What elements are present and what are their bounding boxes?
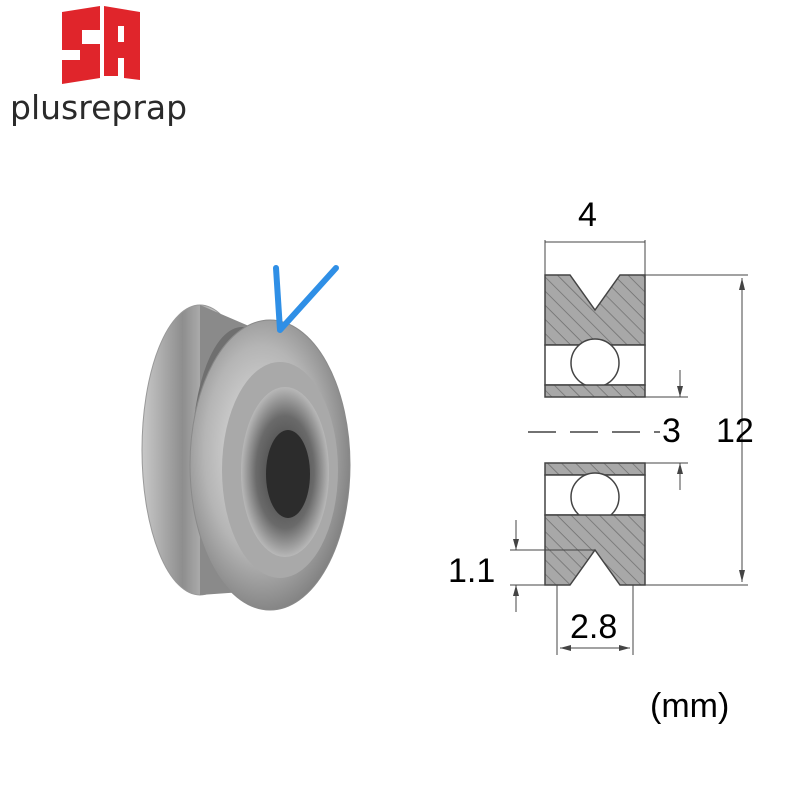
dim-width-top: 4 xyxy=(578,196,597,234)
dim-bore: 3 xyxy=(662,412,681,450)
dim-groove-depth: 1.1 xyxy=(448,552,496,590)
bearing-wheel-image xyxy=(141,304,351,611)
logo-mark xyxy=(62,6,140,84)
bottom-ball xyxy=(570,472,620,522)
dim-groove-width: 2.8 xyxy=(570,608,618,646)
top-inner-ring xyxy=(544,384,646,398)
top-ball xyxy=(570,338,620,388)
brand-logo xyxy=(62,6,140,84)
unit-label: (mm) xyxy=(650,687,730,725)
top-groove-block xyxy=(544,274,646,346)
brand-name: plusreprap xyxy=(10,88,188,127)
dim-outer-diameter: 12 xyxy=(716,412,754,450)
